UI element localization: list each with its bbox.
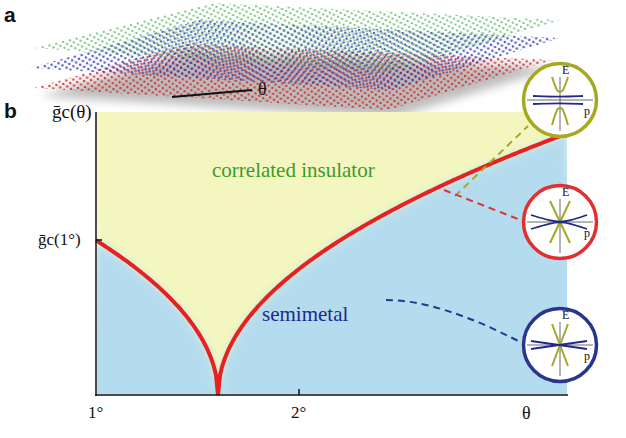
band-inset-circle: Ep bbox=[521, 61, 599, 139]
circle-outline bbox=[521, 183, 599, 261]
circle-outline bbox=[521, 61, 599, 139]
semimetal-region bbox=[97, 133, 567, 394]
phase-regions bbox=[97, 112, 567, 394]
region-label: semimetal bbox=[262, 304, 348, 325]
momentum-axis-label: p bbox=[584, 350, 590, 362]
region-label: correlated insulator bbox=[212, 160, 375, 181]
band-inset-circle: Ep bbox=[521, 306, 599, 384]
energy-axis-label: E bbox=[562, 186, 569, 198]
tick-label: 1° bbox=[88, 404, 103, 421]
energy-axis-label: E bbox=[562, 64, 569, 76]
leader-lines bbox=[386, 126, 528, 343]
lattice-layers bbox=[30, 3, 560, 118]
angle-label: θ bbox=[258, 80, 267, 98]
panel-letter: a bbox=[4, 4, 16, 25]
momentum-axis-label: p bbox=[584, 105, 590, 117]
circle-outline bbox=[521, 306, 599, 384]
angle-line bbox=[172, 90, 252, 97]
tick-label: ḡc(1°) bbox=[38, 231, 81, 248]
tick-label: 2° bbox=[291, 404, 306, 421]
critical-line bbox=[96, 133, 568, 395]
panel-letter: b bbox=[4, 100, 17, 121]
phase-boundary bbox=[96, 133, 568, 395]
axes bbox=[95, 112, 568, 396]
axis-title: θ bbox=[522, 404, 531, 422]
band-inset-circle: Ep bbox=[521, 183, 599, 261]
momentum-axis-label: p bbox=[584, 227, 590, 239]
energy-axis-label: E bbox=[562, 309, 569, 321]
axis-title: ḡc(θ) bbox=[52, 102, 92, 121]
